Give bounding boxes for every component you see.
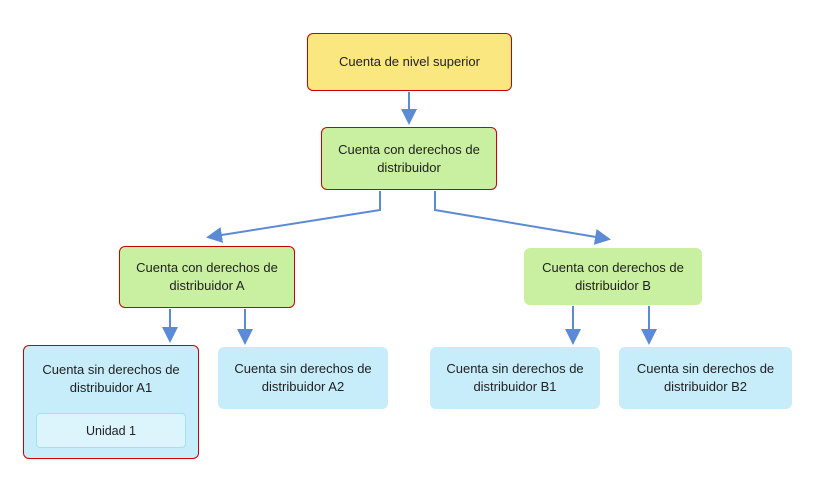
node-non-distributor-account-b2-label: Cuenta sin derechos de distribuidor B2	[636, 361, 775, 394]
node-non-distributor-account-b1-label: Cuenta sin derechos de distribuidor B1	[446, 361, 584, 394]
node-non-distributor-account-a1-label: Cuenta sin derechos de distribuidor A1	[42, 362, 180, 395]
node-non-distributor-account-b2: Cuenta sin derechos de distribuidor B2	[619, 347, 792, 409]
node-unit-1: Unidad 1	[36, 413, 186, 448]
node-distributor-account-label: Cuenta con derechos de distribuidor	[338, 141, 480, 175]
node-top-level-account: Cuenta de nivel superior	[307, 33, 512, 91]
node-distributor-account-b: Cuenta con derechos de distribuidor B	[524, 248, 702, 305]
node-non-distributor-account-a2-label: Cuenta sin derechos de distribuidor A2	[234, 361, 372, 394]
node-non-distributor-account-a1: Cuenta sin derechos de distribuidor A1 U…	[23, 345, 199, 459]
connector-distributor-to-a	[206, 191, 381, 243]
node-non-distributor-account-a2: Cuenta sin derechos de distribuidor A2	[218, 347, 388, 409]
node-distributor-account: Cuenta con derechos de distribuidor	[321, 127, 497, 190]
node-top-level-account-label: Cuenta de nivel superior	[339, 54, 480, 69]
connector-distributor-to-b	[434, 191, 611, 245]
node-distributor-account-a: Cuenta con derechos de distribuidor A	[119, 246, 295, 308]
node-distributor-account-b-label: Cuenta con derechos de distribuidor B	[542, 259, 684, 293]
node-unit-1-label: Unidad 1	[85, 423, 137, 438]
node-non-distributor-account-b1: Cuenta sin derechos de distribuidor B1	[430, 347, 600, 409]
node-distributor-account-a-label: Cuenta con derechos de distribuidor A	[136, 260, 278, 293]
